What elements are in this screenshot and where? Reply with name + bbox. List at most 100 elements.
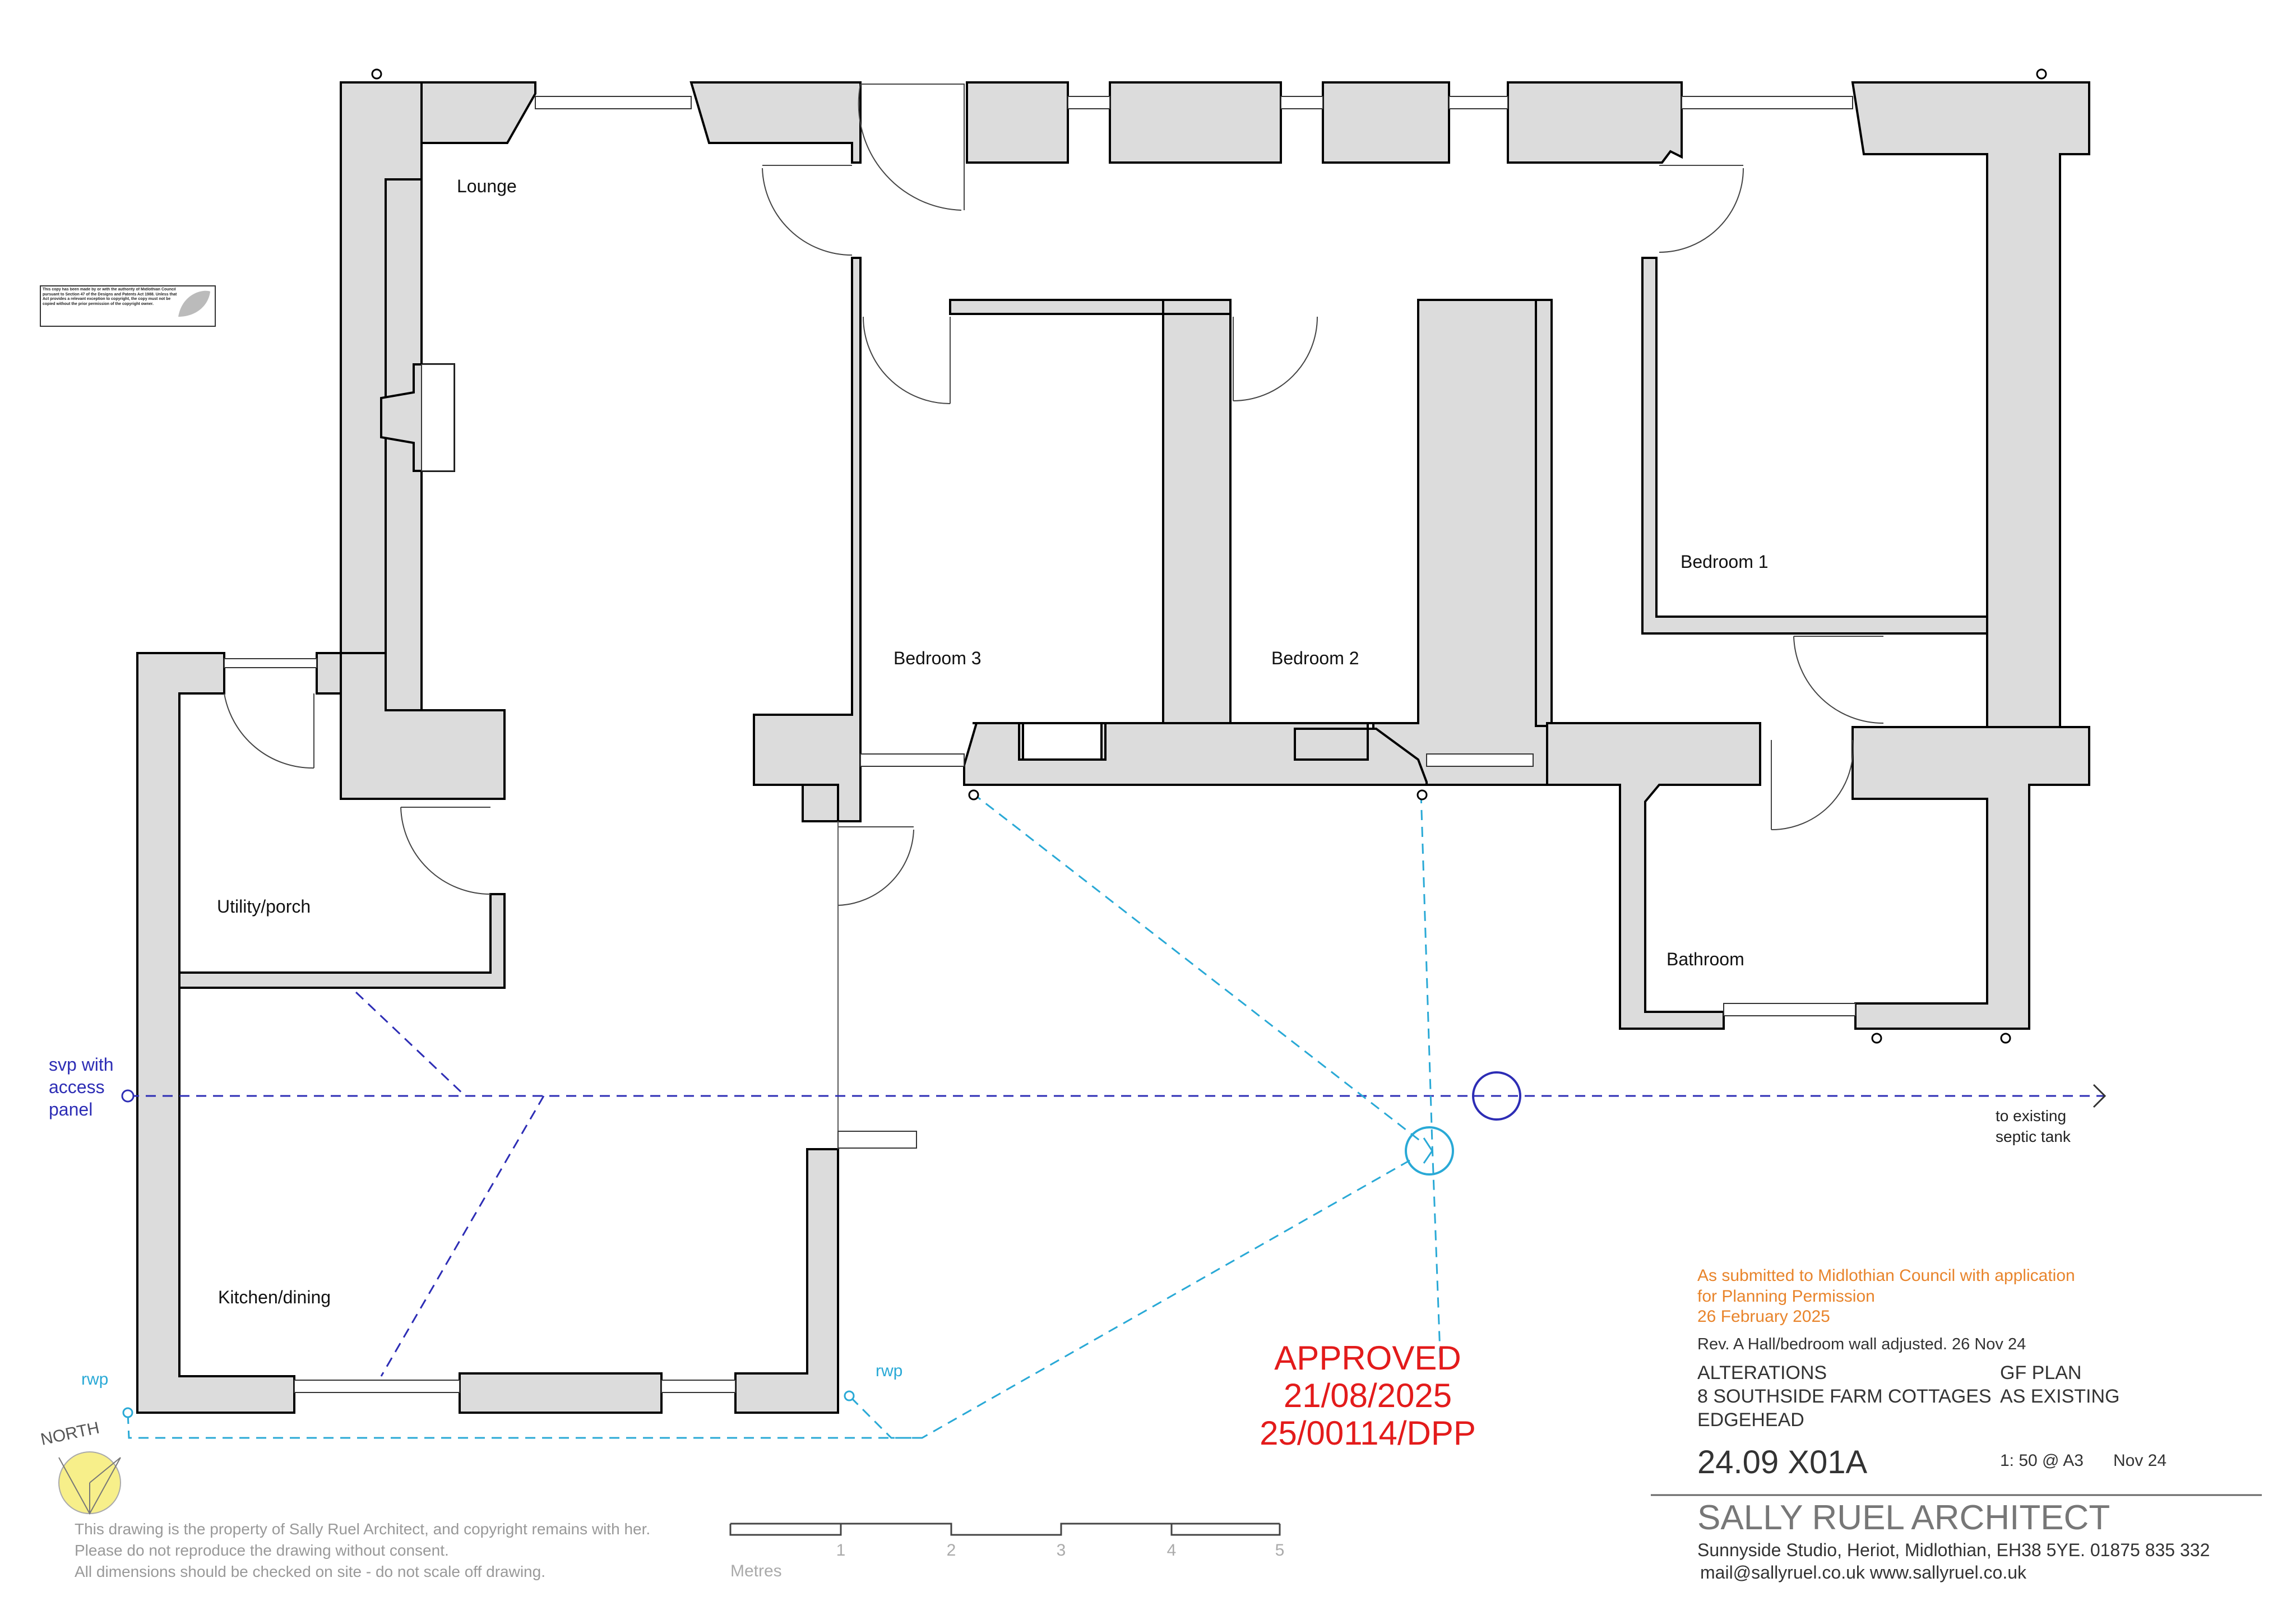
license-frame [40, 285, 216, 327]
revision-note: Rev. A Hall/bedroom wall adjusted. 26 No… [1697, 1335, 2026, 1353]
scale-tick-1: 1 [836, 1541, 846, 1560]
door-utility-ext [224, 693, 314, 769]
drainage [121, 792, 2107, 1439]
submission-line1: As submitted to Midlothian Council with … [1697, 1266, 2075, 1285]
window-bed3-south [860, 753, 965, 767]
rainwater-line-1 [972, 792, 1424, 1145]
rainwater-line-3 [848, 1159, 1410, 1439]
license-box [40, 285, 216, 327]
marker-icon [1871, 1033, 1882, 1044]
svp-icon [121, 1089, 135, 1103]
wall-lounge-south-step [340, 652, 506, 800]
firm-address: Sunnyside Studio, Heriot, Midlothian, EH… [1697, 1540, 2210, 1560]
septic-label-2: septic tank [1996, 1128, 2071, 1145]
window-bath-south [1723, 1003, 1856, 1016]
wall-bathroom-east [1851, 726, 2090, 1030]
window-lounge-side [421, 364, 455, 471]
wall-kitchen-south-1 [459, 1372, 663, 1414]
project-line3: EDGEHEAD [1697, 1409, 1804, 1431]
manhole-icon [1472, 1071, 1521, 1121]
scale-bar [729, 1523, 1281, 1536]
door-bedroom1 [1659, 165, 1744, 253]
north-needle-icon [58, 1457, 121, 1515]
rwp-right-icon [844, 1390, 855, 1401]
drawing-date: Nov 24 [2113, 1451, 2167, 1470]
window-north-1 [535, 96, 692, 109]
site-markers [371, 68, 2047, 1044]
rwp-left-icon [122, 1407, 133, 1418]
wall-north-6 [1507, 81, 1683, 164]
wall-kitchen-south-east [734, 1148, 839, 1414]
project-line1: ALTERATIONS [1697, 1362, 1827, 1384]
wall-bedroom3-north [949, 299, 1761, 786]
marker-icon [371, 68, 382, 80]
wall-bedroom1 [1641, 257, 1988, 635]
scale-bar-line [729, 1523, 1281, 1536]
marker-icon [1417, 789, 1428, 801]
wall-bathroom [1546, 722, 1761, 1030]
scale-tick-4: 4 [1167, 1541, 1177, 1560]
door-entrance [858, 84, 965, 211]
scale-tick-3: 3 [1057, 1541, 1066, 1560]
room-label-bedroom2: Bedroom 2 [1271, 648, 1359, 668]
submission-line2: for Planning Permission [1697, 1287, 1875, 1306]
walls [136, 81, 2090, 1414]
radiator-stub [837, 1131, 917, 1149]
wall-north-5 [1322, 81, 1450, 164]
copyright-line1: This drawing is the property of Sally Ru… [75, 1520, 650, 1538]
marker-icon [2036, 68, 2047, 80]
scale-tick-5: 5 [1275, 1541, 1285, 1560]
window-north-5 [1681, 96, 1853, 109]
rainwater-line-4 [127, 1412, 922, 1439]
rainwater-line-2 [1420, 793, 1442, 1368]
door-kitchen-hall [837, 826, 914, 906]
stamp-line2: 21/08/2025 [1284, 1377, 1452, 1414]
window-north-2 [1067, 96, 1110, 109]
drawing-line1: GF PLAN [2000, 1362, 2081, 1384]
door-bathroom [1771, 739, 1854, 831]
foul-drain-branch-1 [355, 991, 466, 1097]
scale-unit: Metres [730, 1562, 782, 1580]
wall-north-3 [966, 81, 1069, 164]
window-north-3 [1280, 96, 1323, 109]
wall-utility-kitchen [178, 893, 506, 989]
wall-south-bedrooms [963, 299, 1428, 786]
svp-label-3: panel [49, 1099, 92, 1119]
stamp-line3: 25/00114/DPP [1260, 1414, 1476, 1452]
stamp-line1: APPROVED [1274, 1339, 1461, 1377]
window-kitchen-1 [294, 1380, 460, 1393]
rwp-label-left: rwp [81, 1370, 108, 1389]
wall-utility-east [316, 652, 342, 695]
door-hall-bath [1793, 636, 1884, 724]
window-bed2-south [1426, 753, 1534, 767]
wall-north-4 [1109, 81, 1282, 164]
septic-label-1: to existing [1996, 1107, 2066, 1125]
license-text: This copy has been made by or with the a… [43, 288, 177, 306]
project-line2: 8 SOUTHSIDE FARM COTTAGES [1697, 1386, 1992, 1407]
window-utility [224, 658, 317, 668]
submission-line3: 26 February 2025 [1697, 1307, 1830, 1326]
marker-icon [968, 789, 979, 801]
svp-label-2: access [49, 1077, 105, 1097]
wall-b2-east [1535, 299, 1553, 727]
scale-tick-2: 2 [947, 1541, 956, 1560]
doors [224, 84, 1884, 1149]
room-label-utility: Utility/porch [217, 896, 311, 917]
room-label-bedroom3: Bedroom 3 [894, 648, 982, 668]
north-arrow [58, 1451, 121, 1515]
room-label-bathroom: Bathroom [1667, 949, 1744, 969]
drawing-number: 24.09 X01A [1697, 1444, 1867, 1480]
svp-label-1: svp with [49, 1054, 114, 1075]
door-lounge [762, 165, 853, 256]
window-north-4 [1448, 96, 1508, 109]
wall-spine-stub [802, 784, 839, 822]
soakaway-icon [1405, 1126, 1454, 1176]
marker-icon [2000, 1033, 2011, 1044]
firm-name: SALLY RUEL ARCHITECT [1697, 1498, 2110, 1537]
room-label-lounge: Lounge [457, 176, 517, 196]
window-kitchen-2 [661, 1380, 736, 1393]
license-text-box: This copy has been made by or with the a… [43, 288, 177, 306]
windows [224, 96, 1856, 1393]
copyright-line2: Please do not reproduce the drawing with… [75, 1542, 449, 1559]
